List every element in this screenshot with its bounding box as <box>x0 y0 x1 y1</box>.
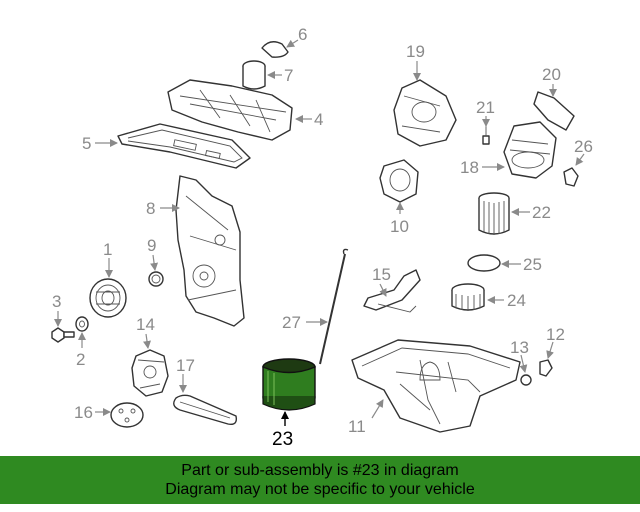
oil-filter-cap-part <box>451 283 504 311</box>
callout-15: 15 <box>372 265 391 284</box>
callout-4: 4 <box>314 110 323 129</box>
oil-filter-housing-part <box>482 121 557 179</box>
oil-pump-gasket-part <box>95 402 144 428</box>
filter-o-ring-part <box>467 254 521 272</box>
pulley-bolt-part <box>51 311 75 343</box>
info-banner: Part or sub-assembly is #23 in diagram D… <box>0 456 640 504</box>
adapter-seal-part <box>379 159 419 214</box>
banner-line-2: Diagram may not be specific to your vehi… <box>165 481 475 498</box>
callout-9: 9 <box>147 236 156 255</box>
callout-8: 8 <box>146 199 155 218</box>
banner-line-1: Part or sub-assembly is #23 in diagram <box>181 462 459 479</box>
oil-filler-cap-part <box>261 39 299 58</box>
adapter-bolt-part <box>482 116 490 145</box>
callout-7: 7 <box>284 66 293 85</box>
front-seal-part <box>148 254 164 287</box>
oil-filter-part-highlighted[interactable] <box>262 358 316 426</box>
oil-pan-part <box>351 339 521 433</box>
callout-19: 19 <box>406 42 425 61</box>
callout-25: 25 <box>523 255 542 274</box>
callout-13: 13 <box>510 338 529 357</box>
callout-6: 6 <box>298 25 307 44</box>
callout-16: 16 <box>74 403 93 422</box>
filler-tube-part <box>242 60 282 90</box>
oil-filter-element-part <box>478 192 530 235</box>
callout-11: 11 <box>348 417 366 436</box>
valve-cover-part <box>167 79 312 141</box>
oil-filter-adapter-part <box>393 61 457 147</box>
parts-diagram: 1 2 3 4 5 6 7 8 9 10 11 12 13 14 15 16 1… <box>51 25 593 450</box>
callout-5: 5 <box>82 134 91 153</box>
callout-14: 14 <box>136 315 155 334</box>
callout-26: 26 <box>574 137 593 156</box>
drain-plug-washer-part <box>519 354 532 386</box>
callout-18: 18 <box>460 158 479 177</box>
callout-2: 2 <box>76 350 85 369</box>
callout-27: 27 <box>282 313 301 332</box>
drain-plug-part <box>539 341 554 377</box>
oil-pickup-tube-part <box>363 269 421 313</box>
callout-22: 22 <box>532 203 551 222</box>
timing-cover-part <box>160 175 245 327</box>
callout-1: 1 <box>103 240 112 259</box>
oil-pump-part <box>131 333 169 397</box>
crankshaft-pulley-part <box>89 258 127 318</box>
pulley-washer-part <box>75 316 89 348</box>
callout-17: 17 <box>176 356 195 375</box>
callout-23: 23 <box>272 429 293 450</box>
valve-cover-gasket-part <box>95 123 251 169</box>
callout-10: 10 <box>390 217 409 236</box>
callout-12: 12 <box>546 325 565 344</box>
oil-pump-chain-part <box>173 374 238 426</box>
callout-21: 21 <box>476 98 495 117</box>
callout-24: 24 <box>507 291 526 310</box>
oil-pressure-sensor-part <box>563 153 585 187</box>
dipstick-part <box>306 248 349 365</box>
callout-20: 20 <box>542 65 561 84</box>
callout-3: 3 <box>52 292 61 311</box>
adapter-gasket-part <box>533 84 575 131</box>
